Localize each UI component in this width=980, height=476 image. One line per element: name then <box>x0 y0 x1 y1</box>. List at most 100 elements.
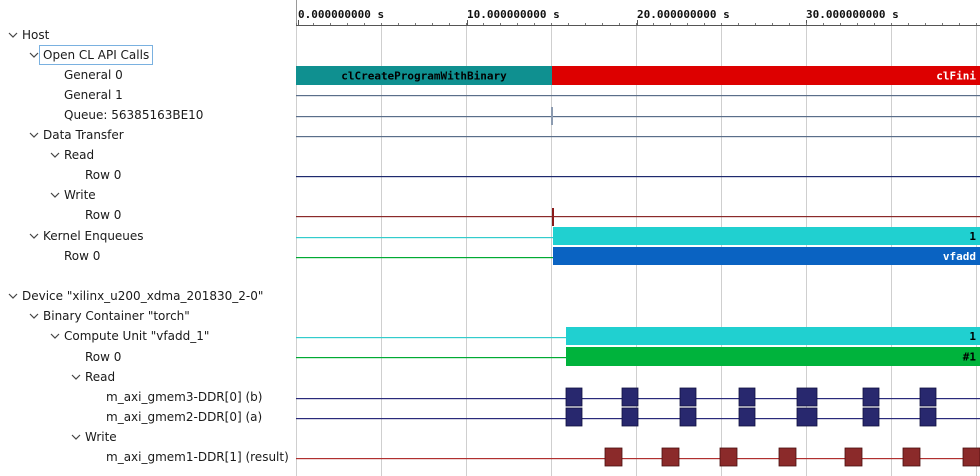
chevron-down-icon[interactable] <box>50 326 62 346</box>
chevron-down-icon[interactable] <box>29 125 41 145</box>
tree-row[interactable]: Row 0 <box>0 205 296 225</box>
read-burst-block <box>679 387 697 407</box>
event-bar-label: 1 <box>969 230 976 243</box>
chevron-down-icon[interactable] <box>8 25 20 45</box>
tree-row[interactable]: Device "xilinx_u200_xdma_201830_2-0" <box>0 286 296 306</box>
ruler-minor-tick <box>857 23 858 26</box>
ruler-minor-tick <box>755 23 756 26</box>
ruler-minor-tick <box>296 23 297 26</box>
ruler-minor-tick <box>347 23 348 26</box>
ruler-minor-tick <box>908 23 909 26</box>
ruler-minor-tick <box>976 23 977 26</box>
ruler-minor-tick <box>840 23 841 26</box>
tree-row[interactable]: m_axi_gmem2-DDR[0] (a) <box>0 407 296 427</box>
tree-row[interactable]: Compute Unit "vfadd_1" <box>0 326 296 346</box>
tree-row[interactable]: Kernel Enqueues <box>0 226 296 246</box>
tree-row-label: Row 0 <box>85 350 122 364</box>
tree-row[interactable]: Write <box>0 185 296 205</box>
chevron-down-icon[interactable] <box>71 367 83 387</box>
write-burst-block <box>604 447 623 467</box>
ruler-minor-tick <box>381 23 382 26</box>
chevron-down-icon[interactable] <box>29 306 41 326</box>
tree-row-label: Row 0 <box>85 208 122 222</box>
ruler-minor-tick <box>534 23 535 26</box>
write-burst-block <box>902 447 921 467</box>
ruler-minor-tick <box>483 23 484 26</box>
write-burst-block <box>719 447 738 467</box>
tree-row[interactable]: Read <box>0 145 296 165</box>
ruler-minor-tick <box>432 23 433 26</box>
grid-line <box>466 26 467 476</box>
tree-row[interactable]: General 1 <box>0 85 296 105</box>
ruler-minor-tick <box>704 23 705 26</box>
tree-row-label: General 0 <box>64 68 123 82</box>
trace-line <box>296 458 980 460</box>
read-burst-block <box>862 407 880 427</box>
ruler-minor-tick <box>925 23 926 26</box>
tree-row-label: Write <box>64 188 96 202</box>
event-bar-label: #1 <box>963 351 977 364</box>
write-burst-block <box>962 447 980 467</box>
event-bar <box>566 347 980 366</box>
trace-line <box>296 176 980 178</box>
chevron-down-icon[interactable] <box>50 185 62 205</box>
ruler-minor-tick <box>721 23 722 26</box>
tree-row[interactable]: m_axi_gmem1-DDR[1] (result) <box>0 447 296 467</box>
tree-row-label: Kernel Enqueues <box>43 229 144 243</box>
ruler-minor-tick <box>959 23 960 26</box>
tree-row[interactable]: Write <box>0 427 296 447</box>
ruler-minor-tick <box>364 23 365 26</box>
read-burst-block <box>862 387 880 407</box>
read-burst-block <box>738 387 756 407</box>
tree-row[interactable]: Open CL API Calls <box>0 45 296 65</box>
tree-row[interactable]: Data Transfer <box>0 125 296 145</box>
tree-row[interactable]: Row 0 <box>0 246 296 266</box>
read-burst-block <box>565 387 583 407</box>
chevron-down-icon[interactable] <box>29 45 41 65</box>
tree-row-label: Row 0 <box>64 249 101 263</box>
tree-row[interactable]: Row 0 <box>0 347 296 367</box>
tree-row[interactable]: Host <box>0 25 296 45</box>
grid-line <box>551 26 552 476</box>
write-burst-block <box>778 447 797 467</box>
tree-row[interactable]: Queue: 56385163BE10 <box>0 105 296 125</box>
event-bar <box>566 327 980 345</box>
event-bar <box>296 66 552 85</box>
tree-row-label: Host <box>22 28 50 42</box>
tree-row-label: m_axi_gmem2-DDR[0] (a) <box>106 410 263 424</box>
ruler-minor-tick <box>772 23 773 26</box>
chevron-down-icon[interactable] <box>8 286 20 306</box>
tree-row-label: Device "xilinx_u200_xdma_201830_2-0" <box>22 289 264 303</box>
event-bar <box>553 227 980 245</box>
ruler-minor-tick <box>891 23 892 26</box>
read-burst-block <box>621 387 639 407</box>
ruler-minor-tick <box>415 23 416 26</box>
chevron-down-icon[interactable] <box>50 145 62 165</box>
tree-row[interactable]: Binary Container "torch" <box>0 306 296 326</box>
ruler-minor-tick <box>619 23 620 26</box>
tree-row[interactable]: m_axi_gmem3-DDR[0] (b) <box>0 387 296 407</box>
tree-row-label: m_axi_gmem1-DDR[1] (result) <box>106 450 289 464</box>
tree-row[interactable]: Row 0 <box>0 165 296 185</box>
ruler-minor-tick <box>806 23 807 26</box>
tree-row-label: m_axi_gmem3-DDR[0] (b) <box>106 390 263 404</box>
tree-row-label: Row 0 <box>85 168 122 182</box>
chevron-down-icon[interactable] <box>71 427 83 447</box>
ruler-minor-tick <box>466 23 467 26</box>
tree-row[interactable]: Read <box>0 367 296 387</box>
ruler-tick-label: 10.000000000 s <box>467 8 560 21</box>
ruler-minor-tick <box>500 23 501 26</box>
trace-line <box>296 216 980 218</box>
chevron-down-icon[interactable] <box>29 226 41 246</box>
ruler-minor-tick <box>330 23 331 26</box>
ruler-minor-tick <box>636 23 637 26</box>
tree-row[interactable]: General 0 <box>0 65 296 85</box>
event-bar-label: clCreateProgramWithBinary <box>341 70 507 83</box>
ruler-minor-tick <box>551 23 552 26</box>
tree-row-label: Data Transfer <box>43 128 124 142</box>
tree-row-label: Queue: 56385163BE10 <box>64 108 204 122</box>
